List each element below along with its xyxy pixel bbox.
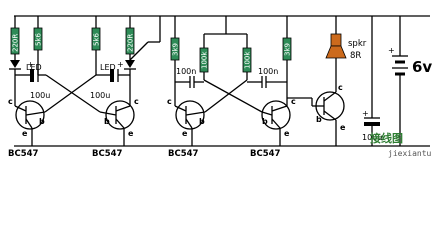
transistor-q4-icon — [261, 100, 291, 130]
led-2-icon — [125, 60, 135, 68]
q1-b-label: b — [39, 117, 45, 126]
q4-collector — [271, 105, 288, 112]
cap-c4-label: 100n — [258, 67, 278, 76]
transistor-q2-icon — [105, 100, 135, 130]
q3-e-label: e — [182, 129, 188, 138]
q3-emitter — [185, 118, 193, 129]
led-2-label: LED — [100, 63, 116, 72]
resistor-r1-label: 220R — [12, 34, 20, 52]
transistor-q3-icon — [175, 100, 205, 130]
q1-base — [25, 111, 46, 116]
transistor-q1-icon — [15, 100, 45, 130]
q2-e-label: e — [128, 129, 134, 138]
q5-collector — [323, 91, 337, 102]
cross-wire — [204, 79, 248, 113]
cap-c5-plus: + — [362, 109, 369, 118]
q3-collector — [174, 105, 187, 112]
cap-c2-plate — [110, 69, 114, 82]
cross-wire — [44, 74, 97, 113]
cap-c1-plus: + — [27, 60, 34, 69]
q5-b-label: b — [316, 115, 322, 124]
q3-b-label: b — [199, 117, 205, 126]
q3-label: BC547 — [168, 149, 199, 159]
q3-c-label: c — [167, 97, 172, 106]
speaker-cone-icon — [325, 45, 347, 59]
cap-c1-label: 100u — [30, 91, 50, 100]
circuit-diagram: 220R LED 5k6 5k6 220R LED + 100u + 100u … — [8, 15, 433, 159]
resistor-r7-label: 100k — [244, 51, 252, 69]
resistor-r5-label: 3k9 — [172, 43, 180, 56]
link-wire — [129, 41, 149, 61]
speaker-label: spkr — [348, 39, 367, 49]
q1-collector — [14, 105, 27, 112]
cap-c2-label: 100u — [90, 91, 110, 100]
watermark-url: jiexiantu — [388, 149, 432, 158]
q4-e-label: e — [284, 129, 290, 138]
battery-plus: + — [388, 46, 395, 55]
speaker-value: 8R — [350, 51, 361, 61]
q5-e-label: e — [340, 123, 346, 132]
resistor-r2-label: 5k6 — [35, 32, 43, 46]
q2-label: BC547 — [92, 149, 123, 159]
q4-label: BC547 — [250, 149, 281, 159]
cap-c2-plus: + — [117, 60, 124, 69]
q2-base — [99, 111, 117, 116]
q2-c-label: c — [134, 97, 139, 106]
q3-base — [185, 111, 206, 116]
led-1-icon — [10, 60, 20, 68]
q1-e-label: e — [22, 129, 28, 138]
schematic-canvas: 220R LED 5k6 5k6 220R LED + 100u + 100u … — [8, 15, 432, 159]
q1-emitter — [25, 118, 33, 129]
resistor-r3-label: 5k6 — [93, 32, 101, 46]
q4-base — [261, 111, 273, 116]
speaker-icon — [330, 33, 342, 47]
led-1-label: LED — [26, 63, 42, 72]
q1-c-label: c — [8, 97, 13, 106]
cap-c5-label: 100u — [362, 133, 382, 142]
q4-emitter — [271, 118, 281, 129]
q4-b-label: b — [262, 117, 268, 126]
q2-collector — [115, 105, 131, 112]
q5-c-label: c — [338, 83, 343, 92]
resistor-r6-label: 100k — [201, 51, 209, 69]
q1-label: BC547 — [8, 149, 39, 159]
q4-c-label: c — [291, 97, 296, 106]
cap-c5-plate2 — [364, 122, 380, 126]
q2-emitter — [115, 118, 125, 129]
q2-b-label: b — [104, 117, 110, 126]
cross-wire — [203, 79, 263, 113]
battery-voltage: 6v — [412, 58, 432, 76]
q5-emitter — [323, 110, 337, 121]
cap-c1-plate — [30, 69, 34, 82]
resistor-r8-label: 3k9 — [284, 43, 292, 56]
resistor-r4-label: 220R — [127, 34, 135, 52]
watermark-logo: 接线图 — [370, 131, 403, 145]
cap-c3-label: 100n — [176, 67, 196, 76]
cross-wire — [45, 74, 101, 113]
